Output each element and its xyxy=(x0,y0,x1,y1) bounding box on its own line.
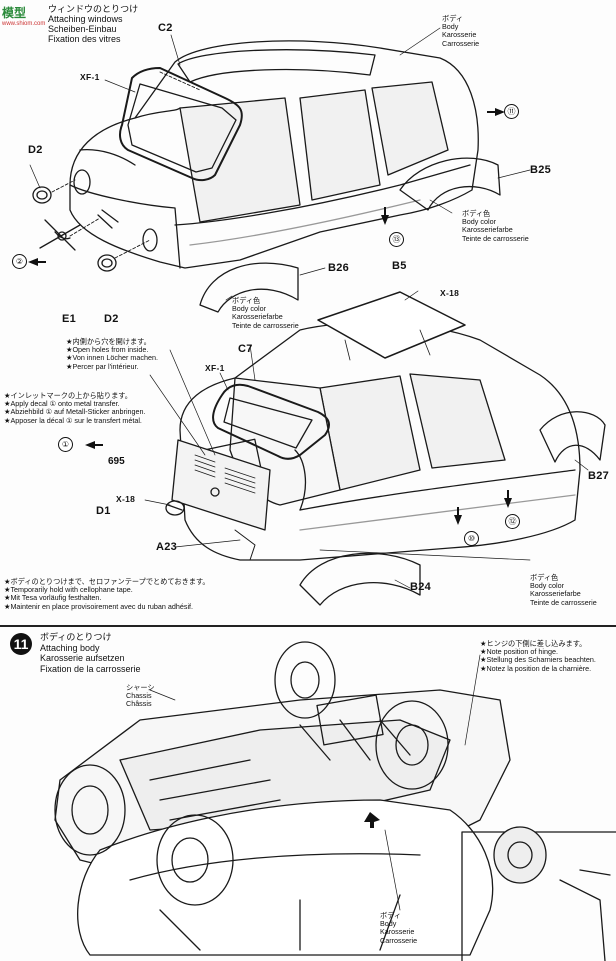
part-label-xf1-b: XF-1 xyxy=(205,363,225,373)
part-label-d1: D1 xyxy=(96,505,111,517)
fender-b24 xyxy=(299,552,421,606)
arrow-12 xyxy=(504,490,512,508)
headlight-d2-bottom xyxy=(97,254,117,272)
engine-lid xyxy=(171,439,271,531)
note-hold-tape: ★ボディのとりつけまで、セロファンテープでとめておきます。★Temporaril… xyxy=(4,577,210,611)
rear-window-c7 xyxy=(212,383,331,460)
emblem-e1 xyxy=(39,219,81,251)
sunroof-b5 xyxy=(317,291,466,359)
site-watermark: 模型 www.shiom.com xyxy=(2,6,46,27)
part-label-d2-b: D2 xyxy=(104,313,119,325)
marker-13: ⑬ xyxy=(389,232,404,247)
marker-11: ⑪ xyxy=(504,104,519,119)
marker-10: ⑩ xyxy=(464,531,479,546)
arrow-13 xyxy=(381,207,389,225)
upper-car-body xyxy=(69,40,479,269)
part-label-a23: A23 xyxy=(156,541,178,553)
taillight-d1 xyxy=(165,500,185,516)
note-hinge: ★ヒンジの下側に差し込みます。★Note position of hinge. … xyxy=(480,639,596,673)
arrow-1 xyxy=(85,441,103,449)
step-divider xyxy=(0,625,616,627)
fender-b25 xyxy=(399,157,501,211)
wheel-front-right xyxy=(274,641,336,719)
part-label-x18-a: X-18 xyxy=(440,288,460,298)
headlight-d2-top xyxy=(32,186,52,204)
middle-car-body xyxy=(179,322,581,561)
part-label-b25: B25 xyxy=(530,164,552,176)
part-label-e1: E1 xyxy=(62,313,77,325)
windows-header: ウィンドウのとりつけ Attaching windows Scheiben-Ei… xyxy=(48,4,139,44)
fender-b27 xyxy=(539,411,606,463)
part-label-c2: C2 xyxy=(158,22,173,34)
hinge-detail-inset xyxy=(461,826,616,961)
marker-1: ① xyxy=(58,437,73,452)
arrow-11 xyxy=(487,108,505,116)
arrow-2 xyxy=(28,258,46,266)
note-open-holes: ★内側から穴を開けます。★Open holes from inside. ★Vo… xyxy=(66,337,158,371)
part-label-b27: B27 xyxy=(588,470,610,482)
part-label-xf1-a: XF-1 xyxy=(80,72,100,82)
part-label-x18-b: X-18 xyxy=(116,494,136,504)
marker-2: ② xyxy=(12,254,27,269)
windshield-c2 xyxy=(119,67,243,182)
part-label-d2-a: D2 xyxy=(28,144,43,156)
tape-a23 xyxy=(234,529,256,561)
wheel-front-left xyxy=(54,764,126,856)
decal-mark: 695 xyxy=(108,456,125,467)
part-label-b26: B26 xyxy=(328,262,350,274)
step-number-badge: 11 xyxy=(10,633,32,655)
arrow-body-down xyxy=(364,812,380,828)
part-label-b24: B24 xyxy=(410,581,432,593)
part-label-c7: C7 xyxy=(238,343,253,355)
fender-b26 xyxy=(199,262,299,313)
arrow-10 xyxy=(454,507,462,525)
note-apply-decal: ★インレットマークの上から貼ります。★Apply decal ① onto me… xyxy=(4,391,146,425)
wheel-rear-left xyxy=(156,814,234,906)
body-upside-down xyxy=(77,799,494,956)
part-label-b5: B5 xyxy=(392,260,407,272)
wheel-rear-right xyxy=(375,700,449,790)
marker-12: ⑫ xyxy=(505,514,520,529)
